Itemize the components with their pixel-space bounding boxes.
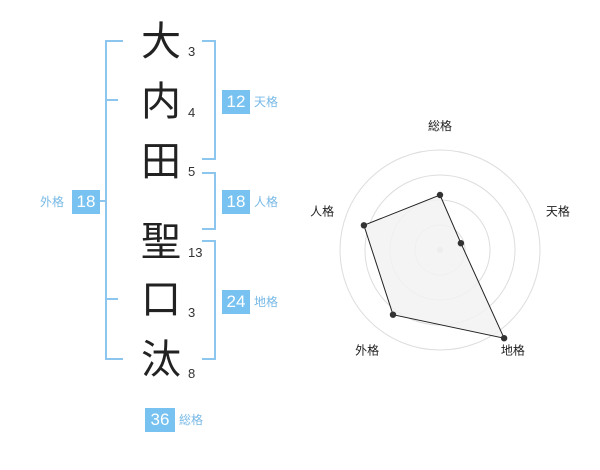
gaikaku-bracket-mid-upper (105, 99, 118, 101)
gaikaku-bracket-top (105, 40, 123, 42)
tenkaku-bracket-top (202, 40, 216, 42)
stroke-count-6: 8 (188, 366, 196, 381)
gaikaku-label: 外格 (40, 195, 65, 209)
jinkaku-label: 人格 (254, 195, 279, 209)
chikaku-bracket-vertical (214, 240, 216, 360)
radar-point-5 (360, 222, 368, 229)
radar-point-4 (389, 311, 397, 318)
name-char-1: 大 (141, 19, 181, 65)
radar-axis-label-4: 外格 (355, 342, 379, 357)
radar-point-3 (500, 335, 508, 342)
jinkaku-bracket-bottom (202, 228, 216, 230)
chikaku-label: 地格 (254, 295, 279, 309)
gaikaku-bracket-bottom (105, 358, 123, 360)
soukaku-label: 総格 (179, 413, 204, 427)
tenkaku-bracket-vertical (214, 40, 216, 160)
jinkaku-bracket-top (202, 172, 216, 174)
jinkaku-value-badge: 18 (222, 190, 250, 214)
stroke-count-4: 13 (188, 245, 203, 260)
gaikaku-bracket-vertical (105, 40, 107, 360)
radar-ring-4 (339, 149, 541, 351)
stroke-count-2: 4 (188, 105, 196, 120)
chikaku-bracket-top (202, 240, 216, 242)
soukaku-value-badge: 36 (145, 408, 175, 432)
gaikaku-value-badge: 18 (72, 190, 100, 214)
tenkaku-label: 天格 (254, 95, 279, 109)
name-char-5: 口 (141, 277, 181, 323)
radar-point-1 (436, 191, 444, 199)
radar-series-polygon (363, 194, 505, 339)
tenkaku-bracket-bottom (202, 158, 216, 160)
stroke-count-1: 3 (188, 44, 196, 59)
stroke-count-5: 3 (188, 305, 196, 320)
radar-axis-label-2: 天格 (546, 204, 570, 219)
name-char-6: 汰 (141, 337, 181, 383)
chikaku-bracket-bottom (202, 358, 216, 360)
tenkaku-value-badge: 12 (222, 90, 250, 114)
radar-axis-label-1: 総格 (428, 120, 452, 133)
gaikaku-bracket-connector (99, 200, 105, 202)
stroke-count-3: 5 (188, 164, 196, 179)
name-char-3: 田 (141, 139, 181, 185)
radar-axis-label-5: 人格 (310, 204, 334, 219)
name-char-2: 内 (141, 79, 181, 125)
name-char-4: 聖 (141, 219, 181, 265)
gaikaku-bracket-mid-lower (105, 298, 118, 300)
jinkaku-bracket-vertical (214, 172, 216, 230)
radar-axis-label-3: 地格 (501, 342, 525, 357)
chikaku-value-badge: 24 (222, 290, 250, 314)
radar-point-2 (457, 240, 465, 247)
